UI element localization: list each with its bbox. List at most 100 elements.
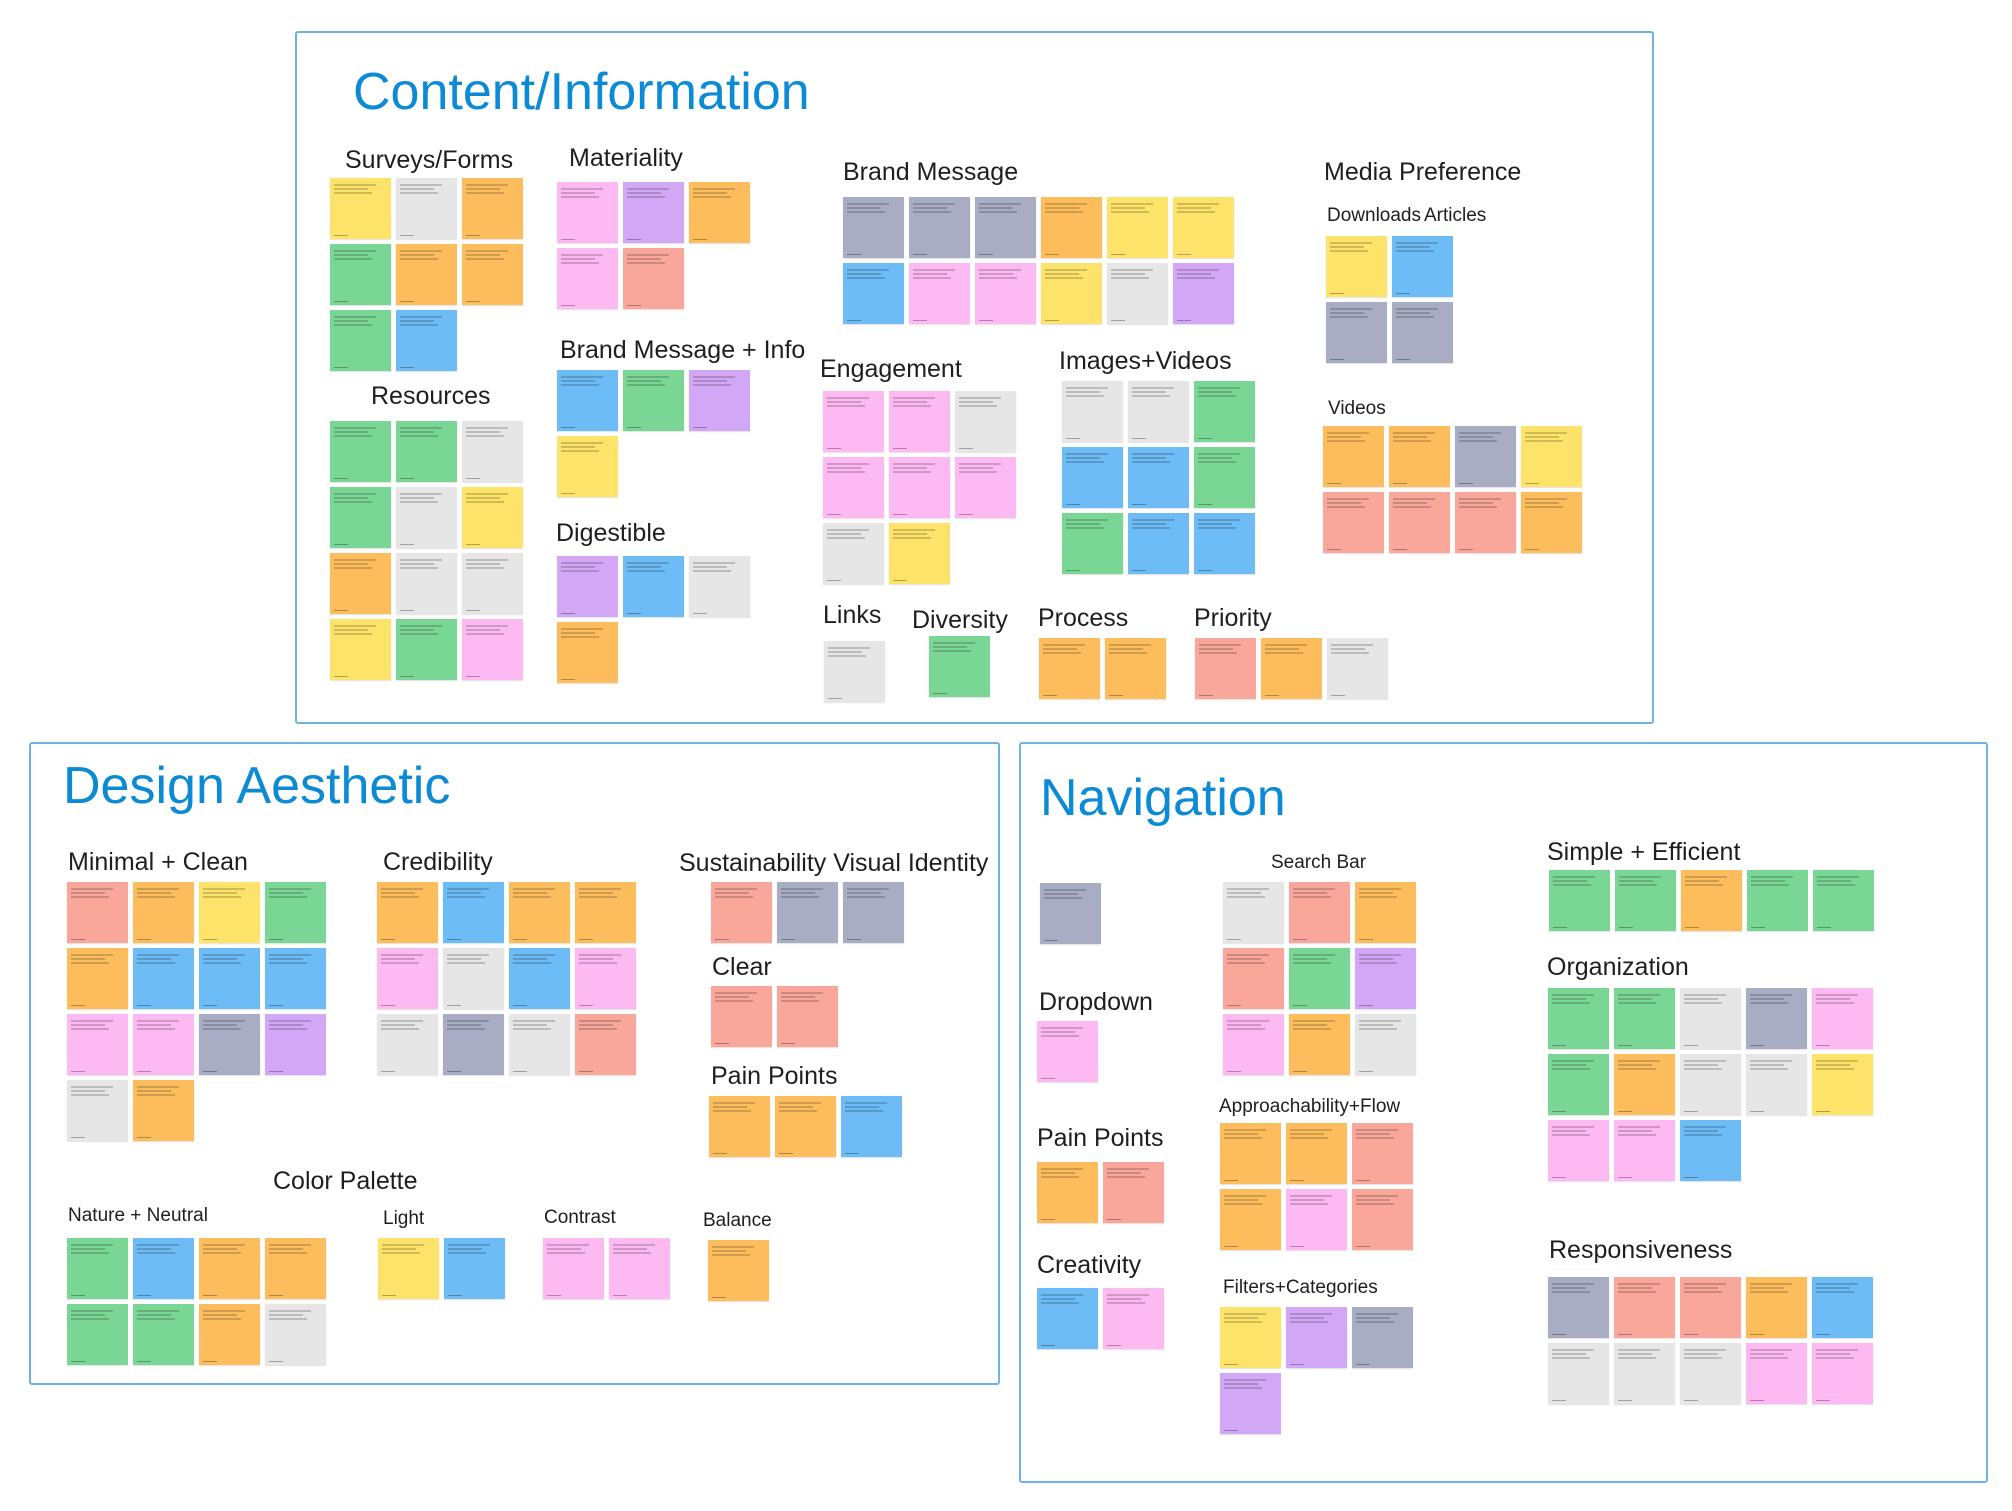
- sticky-note[interactable]: [330, 421, 391, 482]
- sticky-note[interactable]: [557, 182, 618, 243]
- sticky-note[interactable]: [1746, 1277, 1807, 1338]
- sticky-note[interactable]: [1173, 197, 1234, 258]
- sticky-note[interactable]: [1352, 1123, 1413, 1184]
- sticky-note[interactable]: [377, 1014, 438, 1075]
- sticky-note[interactable]: [1681, 870, 1742, 931]
- sticky-note[interactable]: [1194, 381, 1255, 442]
- sticky-note[interactable]: [1128, 381, 1189, 442]
- sticky-note[interactable]: [396, 487, 457, 548]
- sticky-note[interactable]: [1327, 638, 1388, 699]
- sticky-note[interactable]: [1746, 1343, 1807, 1404]
- sticky-note[interactable]: [462, 244, 523, 305]
- sticky-note[interactable]: [823, 457, 884, 518]
- sticky-note[interactable]: [67, 1304, 128, 1365]
- sticky-note[interactable]: [1261, 638, 1322, 699]
- sticky-note[interactable]: [1455, 426, 1516, 487]
- sticky-note[interactable]: [1747, 870, 1808, 931]
- sticky-note[interactable]: [199, 1304, 260, 1365]
- sticky-note[interactable]: [462, 421, 523, 482]
- sticky-note[interactable]: [1103, 1162, 1164, 1223]
- sticky-note[interactable]: [396, 619, 457, 680]
- sticky-note[interactable]: [623, 556, 684, 617]
- sticky-note[interactable]: [557, 370, 618, 431]
- sticky-note[interactable]: [1326, 302, 1387, 363]
- sticky-note[interactable]: [623, 248, 684, 309]
- sticky-note[interactable]: [377, 948, 438, 1009]
- sticky-note[interactable]: [443, 1014, 504, 1075]
- sticky-note[interactable]: [1223, 882, 1284, 943]
- sticky-note[interactable]: [444, 1238, 505, 1299]
- sticky-note[interactable]: [1746, 1054, 1807, 1115]
- sticky-note[interactable]: [823, 391, 884, 452]
- sticky-note[interactable]: [889, 523, 950, 584]
- sticky-note[interactable]: [330, 487, 391, 548]
- sticky-note[interactable]: [1107, 197, 1168, 258]
- sticky-note[interactable]: [509, 1014, 570, 1075]
- sticky-note[interactable]: [975, 263, 1036, 324]
- sticky-note[interactable]: [1455, 492, 1516, 553]
- sticky-note[interactable]: [1289, 882, 1350, 943]
- sticky-note[interactable]: [1107, 263, 1168, 324]
- sticky-note[interactable]: [1103, 1288, 1164, 1349]
- sticky-note[interactable]: [1041, 263, 1102, 324]
- sticky-note[interactable]: [509, 882, 570, 943]
- sticky-note[interactable]: [265, 1014, 326, 1075]
- sticky-note[interactable]: [1062, 381, 1123, 442]
- sticky-note[interactable]: [1037, 1288, 1098, 1349]
- sticky-note[interactable]: [1389, 492, 1450, 553]
- sticky-note[interactable]: [1812, 1054, 1873, 1115]
- sticky-note[interactable]: [396, 178, 457, 239]
- sticky-note[interactable]: [1352, 1307, 1413, 1368]
- sticky-note[interactable]: [1392, 302, 1453, 363]
- sticky-note[interactable]: [777, 882, 838, 943]
- sticky-note[interactable]: [462, 487, 523, 548]
- sticky-note[interactable]: [1352, 1189, 1413, 1250]
- sticky-note[interactable]: [1062, 447, 1123, 508]
- sticky-note[interactable]: [689, 556, 750, 617]
- sticky-note[interactable]: [543, 1238, 604, 1299]
- sticky-note[interactable]: [1549, 870, 1610, 931]
- sticky-note[interactable]: [67, 1080, 128, 1141]
- sticky-note[interactable]: [378, 1238, 439, 1299]
- sticky-note[interactable]: [396, 310, 457, 371]
- sticky-note[interactable]: [843, 882, 904, 943]
- sticky-note[interactable]: [265, 1238, 326, 1299]
- sticky-note[interactable]: [1680, 1054, 1741, 1115]
- sticky-note[interactable]: [889, 457, 950, 518]
- sticky-note[interactable]: [1680, 988, 1741, 1049]
- sticky-note[interactable]: [1041, 197, 1102, 258]
- sticky-note[interactable]: [1037, 1162, 1098, 1223]
- sticky-note[interactable]: [1615, 870, 1676, 931]
- sticky-note[interactable]: [575, 1014, 636, 1075]
- sticky-note[interactable]: [1614, 1277, 1675, 1338]
- sticky-note[interactable]: [1548, 988, 1609, 1049]
- sticky-note[interactable]: [689, 370, 750, 431]
- sticky-note[interactable]: [1614, 1054, 1675, 1115]
- sticky-note[interactable]: [1389, 426, 1450, 487]
- sticky-note[interactable]: [1220, 1373, 1281, 1434]
- sticky-note[interactable]: [1812, 1343, 1873, 1404]
- sticky-note[interactable]: [1521, 426, 1582, 487]
- sticky-note[interactable]: [1548, 1054, 1609, 1115]
- sticky-note[interactable]: [909, 263, 970, 324]
- sticky-note[interactable]: [1521, 492, 1582, 553]
- sticky-note[interactable]: [133, 882, 194, 943]
- sticky-note[interactable]: [609, 1238, 670, 1299]
- sticky-note[interactable]: [1680, 1277, 1741, 1338]
- sticky-note[interactable]: [1040, 883, 1101, 944]
- sticky-note[interactable]: [330, 244, 391, 305]
- sticky-note[interactable]: [824, 641, 885, 702]
- sticky-note[interactable]: [462, 553, 523, 614]
- sticky-note[interactable]: [1680, 1343, 1741, 1404]
- sticky-note[interactable]: [1220, 1307, 1281, 1368]
- sticky-note[interactable]: [1128, 513, 1189, 574]
- sticky-note[interactable]: [396, 244, 457, 305]
- sticky-note[interactable]: [330, 553, 391, 614]
- sticky-note[interactable]: [265, 948, 326, 1009]
- sticky-note[interactable]: [1812, 1277, 1873, 1338]
- sticky-note[interactable]: [557, 436, 618, 497]
- sticky-note[interactable]: [955, 457, 1016, 518]
- sticky-note[interactable]: [1286, 1189, 1347, 1250]
- sticky-note[interactable]: [1039, 638, 1100, 699]
- sticky-note[interactable]: [1220, 1189, 1281, 1250]
